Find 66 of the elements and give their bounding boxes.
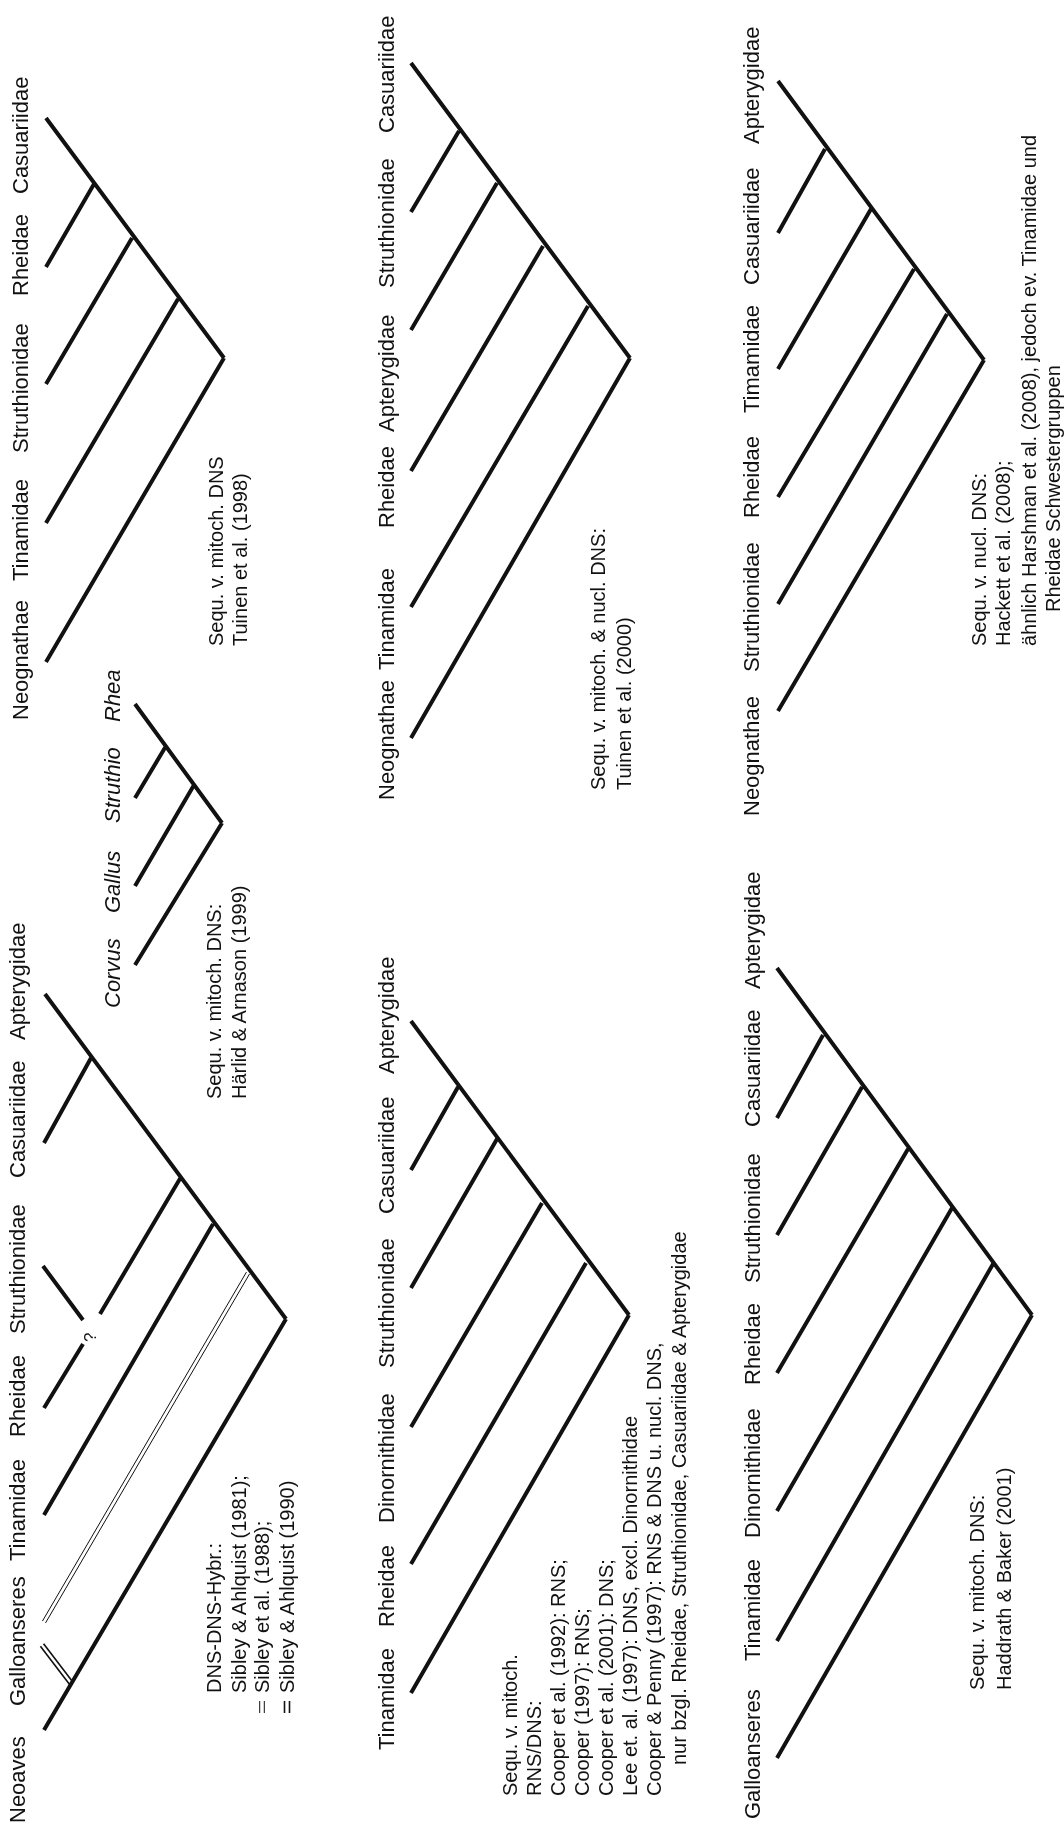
taxon-label: Dinornithidae <box>741 1408 765 1538</box>
note-text: Cooper & Penny (1997): RNS & DNS u. nucl. DNS, <box>642 1342 666 1796</box>
taxon-label: Rhea <box>101 669 125 722</box>
taxon-label: Rheidae <box>375 1545 399 1627</box>
taxon-label: Apterygidae <box>375 314 399 432</box>
taxon-label: Casuariidae <box>375 15 399 133</box>
note-text: Sequ. v. mitoch. & nucl. DNS: <box>586 528 610 790</box>
note-text: Tuinen et al. (1998) <box>228 473 252 646</box>
taxon-label: Corvus <box>101 938 125 1008</box>
taxon-label: Struthionidae <box>6 1204 30 1334</box>
note-text: Rheidae Schwestergruppen <box>1041 365 1064 612</box>
note-text: Sequ. v. mitoch. <box>498 1654 522 1796</box>
note-text: Haddrath & Baker (2001) <box>992 1467 1016 1690</box>
taxon-label: Struthionidae <box>740 542 764 672</box>
taxon-label: Struthionidae <box>375 1238 399 1368</box>
taxon-label: Rheidae <box>375 446 399 528</box>
taxon-label: Tinamidae <box>9 479 33 581</box>
taxon-label: Casuariidae <box>741 1009 765 1127</box>
taxon-label: Neoaves <box>6 1736 30 1823</box>
taxon-label: Neognathae <box>375 680 399 800</box>
note-text: Sibley et al. (1988); <box>250 1520 274 1693</box>
note-text: Lee et. al. (1997): DNS, excl. Dinornithidae <box>618 1415 642 1796</box>
taxon-label: Neognathae <box>9 600 33 720</box>
taxon-label: Gallus <box>101 850 125 913</box>
note-text: Härlid & Arnason (1999) <box>227 885 251 1099</box>
question-mark: ? <box>82 1332 100 1342</box>
taxon-label: Casuariidae <box>9 76 33 194</box>
taxon-label: Rheidae <box>741 1303 765 1385</box>
taxon-label: Struthio <box>101 747 125 823</box>
taxon-label: Apterygidae <box>740 26 764 144</box>
taxon-label: Tinamidae <box>375 568 399 670</box>
taxon-label: Dinornithidae <box>375 1393 399 1523</box>
note-text: Cooper et al. (2001): DNS; <box>594 1559 618 1796</box>
taxon-label: Galloanseres <box>6 1576 30 1706</box>
note-text: Sibley & Ahlquist (1990) <box>275 1480 299 1693</box>
taxon-label: Casuariidae <box>6 1060 30 1178</box>
taxon-label: Tinamidae <box>375 1648 399 1750</box>
taxon-label: Timamidae <box>740 305 764 413</box>
note-text: Cooper (1997): RNS; <box>570 1608 594 1796</box>
taxon-label: Tinamidae <box>6 1459 30 1561</box>
taxon-label: Apterygidae <box>6 922 30 1040</box>
taxon-label: Apterygidae <box>741 871 765 989</box>
note-text: Cooper et al. (1992): RNS; <box>546 1559 570 1796</box>
note-text: DNS-DNS-Hybr.: <box>202 1543 226 1693</box>
taxon-label: Rheidae <box>6 1355 30 1437</box>
taxon-label: Galloanseres <box>741 1689 765 1819</box>
taxon-label: Neognathae <box>740 696 764 816</box>
note-text: Sibley & Ahlquist (1981); <box>227 1475 251 1693</box>
taxon-label: Rheidae <box>740 436 764 518</box>
note-text: RNS/DNS: <box>522 1700 546 1796</box>
taxon-label: Struthionidae <box>9 323 33 453</box>
taxon-label: Rheidae <box>9 214 33 296</box>
taxon-label: Apterygidae <box>375 956 399 1074</box>
note-text: Sequ. v. nucl. DNS: <box>967 472 991 646</box>
note-text: ähnlich Harshman et al. (2008), jedoch ev. Tinamidae und <box>1017 134 1041 646</box>
note-text: nur bzgl. Rheidae, Struthionidae, Casuariidae & Apterygidae <box>667 1231 691 1765</box>
note-text: Hackett et al. (2008); <box>991 460 1015 646</box>
note-text: Sequ. v. mitoch. DNS: <box>965 1494 989 1690</box>
note-text: Tuinen et al. (2000) <box>612 617 636 790</box>
taxon-label: Struthionidae <box>375 158 399 288</box>
taxon-label: Casuariidae <box>740 167 764 285</box>
note-text: Sequ. v. mitoch. DNS <box>204 456 228 646</box>
taxon-label: Struthionidae <box>741 1153 765 1283</box>
note-text: Sequ. v. mitoch. DNS: <box>202 903 226 1099</box>
taxon-label: Casuariidae <box>375 1096 399 1214</box>
taxon-label: Tinamidae <box>741 1559 765 1661</box>
